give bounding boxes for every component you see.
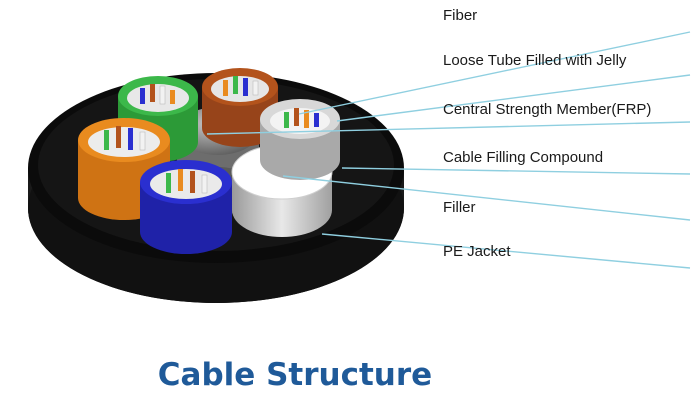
label-central-strength-member: Central Strength Member(FRP): [443, 101, 652, 118]
leader-line-fiber: [298, 31, 691, 115]
leader-lines: [206, 31, 691, 269]
loose-tube-white: [260, 99, 340, 180]
loose-tube-blue: [140, 160, 232, 254]
leader-line-filler: [282, 175, 691, 221]
leader-line-pe-jacket: [321, 233, 691, 269]
label-filling-compound: Cable Filling Compound: [443, 149, 604, 166]
label-filler: Filler: [443, 199, 476, 216]
label-pe-jacket: PE Jacket: [443, 243, 511, 260]
loose-tube-brown: [202, 68, 278, 147]
label-fiber: Fiber: [443, 7, 478, 24]
leader-line-central-strength-member: [206, 121, 691, 135]
diagram-title: Cable Structure: [157, 357, 433, 393]
leader-line-filling-compound: [341, 167, 691, 175]
leader-line-loose-tube: [336, 74, 691, 122]
label-loose-tube: Loose Tube Filled with Jelly: [443, 52, 627, 69]
